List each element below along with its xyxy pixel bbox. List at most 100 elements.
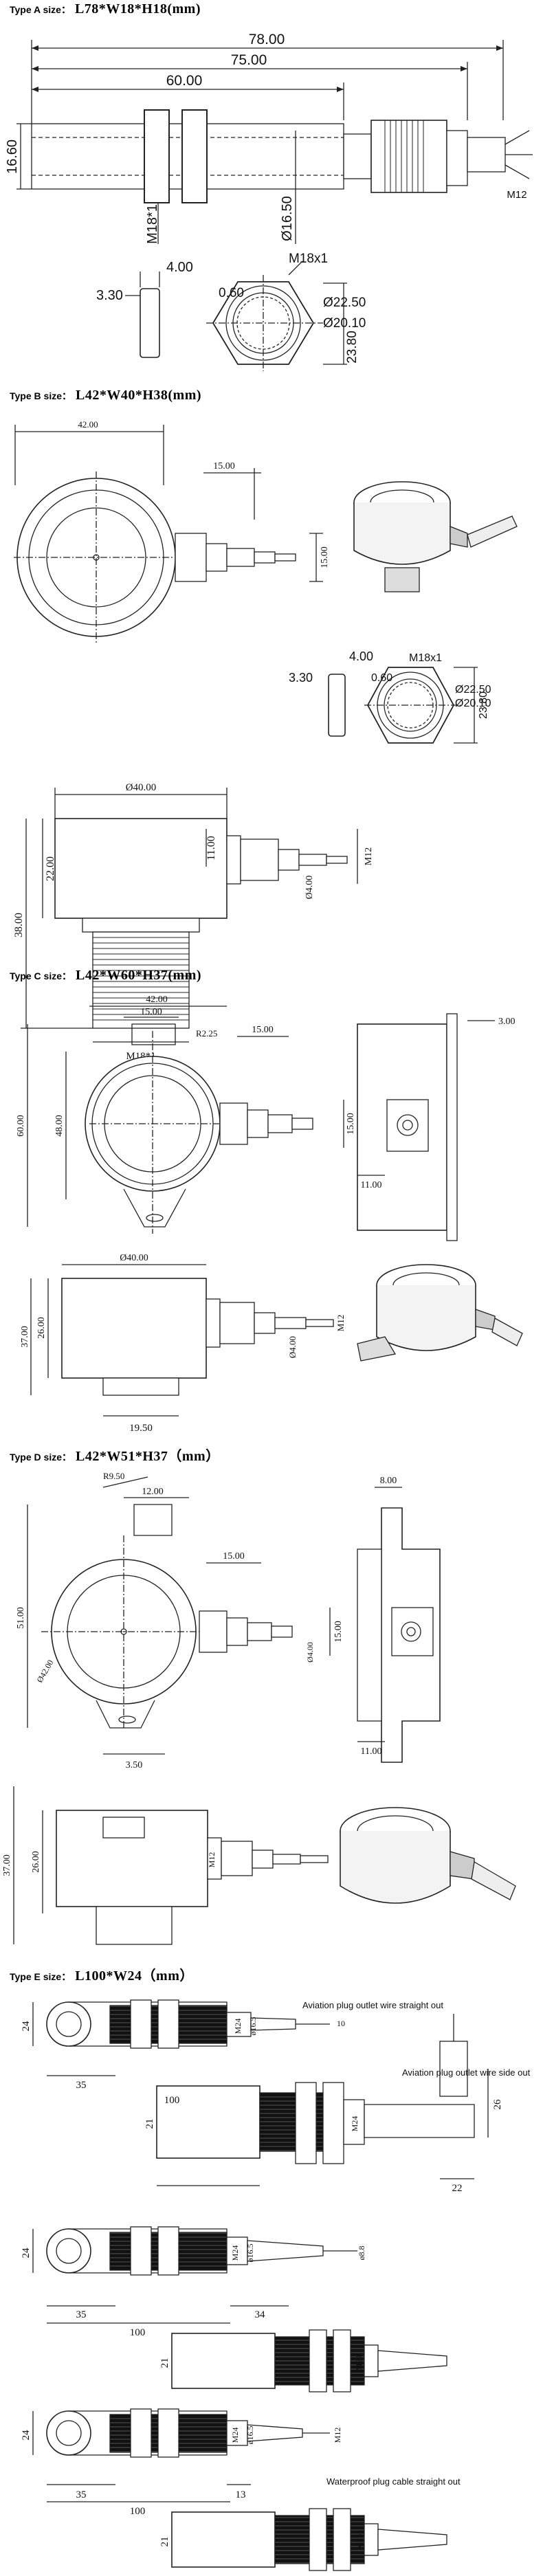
- dim-d-12: 12.00: [142, 1487, 164, 1497]
- dim-e-d165-b: ø16.5: [245, 2244, 255, 2263]
- dim-15-b: 15.00: [320, 546, 330, 568]
- dim-b-m18x1: M18x1: [409, 652, 442, 664]
- dim-e-d165-c: ø16.5: [245, 2426, 255, 2445]
- dim-e-100-c: 100: [130, 2506, 146, 2517]
- dim-e-35-c: 35: [76, 2489, 87, 2500]
- dim-e-24-b: 24: [21, 2247, 32, 2258]
- dim-c-42: 42.00: [146, 995, 168, 1005]
- type-d-section: Type D size： L42*W51*H37（mm）: [0, 1439, 543, 1962]
- dim-d-8: 8.00: [380, 1476, 397, 1486]
- type-b-header: Type B size： L42*W40*H38(mm): [10, 388, 201, 403]
- dim-d-11: 11.00: [361, 1746, 382, 1757]
- dim-16-60: 16.60: [5, 140, 20, 174]
- dim-d-d42: Ø42.00: [34, 1658, 55, 1685]
- dim-c-3: 3.00: [498, 1017, 516, 1027]
- dim-e-m24-b: M24: [350, 2116, 359, 2132]
- dim-c-d40: Ø40.00: [120, 1253, 148, 1263]
- dim-m18x1: M18x1: [289, 252, 328, 266]
- dim-c-m12: M12: [335, 1315, 346, 1332]
- dim-e-100-a: 100: [164, 2095, 180, 2106]
- type-d-drawing: R9.50 12.00 15.00 15.00 51.00 Ø42.00 Ø4.…: [2, 1471, 516, 1945]
- dim-c-15-a: 15.00: [140, 1007, 162, 1017]
- dim-11: 11.00: [206, 836, 217, 860]
- dim-0-60: 0.60: [219, 286, 244, 300]
- type-e-section: Type E size： L100*W24（mm）: [0, 1959, 543, 2576]
- dim-e-26: 26: [492, 2099, 503, 2110]
- dim-4-00: 4.00: [166, 260, 193, 275]
- dim-e-m24-d: M24: [354, 2355, 364, 2371]
- note-side-out: Aviation plug outlet wire side out: [402, 2067, 531, 2078]
- dim-d-m12: M12: [207, 1852, 217, 1868]
- type-b-section: Type B size： L42*W40*H38(mm): [0, 382, 543, 1062]
- note-straight-out: Aviation plug outlet wire straight out: [302, 2000, 443, 2010]
- type-e-drawing: Aviation plug outlet wire straight out A…: [21, 1999, 531, 2571]
- type-c-dims: L42*W60*H37(mm): [76, 968, 202, 983]
- dim-b-d20: Ø20.10: [455, 698, 491, 709]
- dim-e-35-b: 35: [76, 2309, 87, 2320]
- dim-d-3-50: 3.50: [126, 1760, 143, 1770]
- dim-c-26: 26.00: [36, 1317, 47, 1339]
- type-b-label: Type B size：: [10, 390, 71, 401]
- type-c-drawing: 42.00 15.00 R2.25 15.00 60.00 48.00 15.0…: [16, 995, 523, 1434]
- type-d-label: Type D size：: [10, 1452, 71, 1463]
- dim-b-23-80: 23.80: [478, 691, 489, 719]
- dim-42: 42.00: [78, 419, 98, 430]
- dim-b-d4: Ø4.00: [304, 876, 315, 900]
- dim-c-48: 48.00: [54, 1115, 65, 1137]
- dim-m18: M18*1: [145, 204, 160, 244]
- dim-c-60: 60.00: [16, 1115, 26, 1137]
- type-b-dims: L42*W40*H38(mm): [76, 388, 202, 403]
- type-e-dims: L100*W24（mm）: [75, 1968, 194, 1984]
- dim-e-100-b: 100: [130, 2327, 146, 2338]
- dim-e-35-a: 35: [76, 2080, 87, 2091]
- dim-e-m24-c: M24: [230, 2245, 240, 2261]
- dim-b-0-60: 0.60: [371, 672, 392, 684]
- dim-d-51: 51.00: [16, 1607, 26, 1629]
- dim-e-21-c: 21: [159, 2537, 170, 2547]
- dim-78: 78.00: [249, 32, 285, 47]
- type-b-drawing: 42.00 15.00 15.00 4.00 3.30 M18x1 0.60 Ø…: [13, 419, 518, 1062]
- dim-e-13: 13: [236, 2489, 246, 2500]
- dim-d20-10: Ø20.10: [323, 316, 366, 331]
- dim-e-m24-f: M24: [354, 2534, 364, 2550]
- type-a-section: Type A size：L78*W18*H18(mm): [0, 0, 543, 385]
- dim-m12: M12: [507, 189, 527, 201]
- type-d-header: Type D size： L42*W51*H37（mm）: [10, 1445, 220, 1465]
- dim-b-m12: M12: [364, 847, 374, 865]
- type-e-header: Type E size： L100*W24（mm）: [10, 1964, 194, 1984]
- dim-e-10: 10: [337, 2019, 345, 2028]
- dim-e-m24-a: M24: [233, 2019, 243, 2034]
- dim-e-d165-a: ø16.5: [248, 2017, 258, 2036]
- dim-15-a: 15.00: [213, 461, 235, 471]
- dim-b-d22: Ø22.50: [455, 684, 491, 696]
- type-e-label: Type E size：: [10, 1971, 71, 1982]
- dim-d-37: 37.00: [2, 1854, 12, 1876]
- dim-3-30: 3.30: [96, 288, 123, 303]
- dim-e-22: 22: [452, 2183, 463, 2194]
- dim-d22-50: Ø22.50: [323, 296, 366, 310]
- type-d-dims: L42*W51*H37（mm）: [76, 1449, 220, 1464]
- dim-b-3-30: 3.30: [289, 671, 313, 685]
- dim-d40: Ø40.00: [126, 782, 157, 793]
- dim-d-d4: Ø4.00: [305, 1642, 315, 1663]
- type-c-header: Type C size： L42*W60*H37(mm): [10, 968, 201, 984]
- dim-c-15-c: 15.00: [346, 1113, 356, 1135]
- dim-e-21-b: 21: [159, 2358, 170, 2368]
- type-c-label: Type C size：: [10, 970, 71, 981]
- dim-c-d4: Ø4.00: [287, 1336, 298, 1358]
- dim-e-34: 34: [255, 2309, 266, 2320]
- dim-75: 75.00: [231, 52, 267, 68]
- dim-d-15-b: 15.00: [333, 1621, 344, 1643]
- type-c-section: Type C size： L42*W60*H37(mm): [0, 962, 543, 1436]
- dim-e-24-c: 24: [21, 2430, 32, 2441]
- dim-22: 22.00: [45, 856, 56, 881]
- type-a-header: Type A size：L78*W18*H18(mm): [10, 1, 201, 17]
- dim-e-24-a: 24: [21, 2021, 32, 2032]
- dim-c-15-b: 15.00: [252, 1025, 274, 1035]
- dim-23-80: 23.80: [345, 331, 359, 364]
- dim-e-d88: ø8.8: [357, 2246, 366, 2261]
- dim-d-15-a: 15.00: [223, 1551, 245, 1562]
- dim-d-r950: R9.50: [103, 1471, 124, 1481]
- dim-e-m12: M12: [333, 2428, 342, 2443]
- dim-c-r225: R2.25: [196, 1028, 217, 1039]
